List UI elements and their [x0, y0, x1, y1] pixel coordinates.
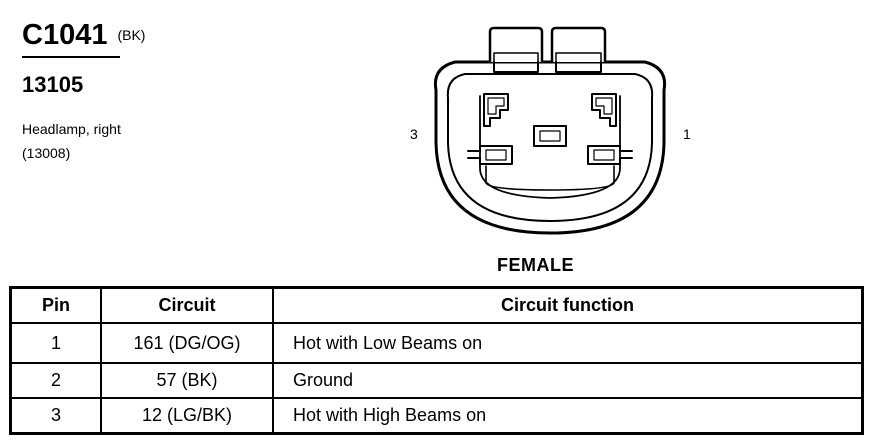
- cell-function: Ground: [272, 362, 864, 399]
- pin-label-1: 1: [683, 126, 691, 142]
- terminal-1-upper-inner: [595, 97, 613, 115]
- terminal-3-upper: [483, 93, 509, 127]
- housing-inner: [446, 73, 654, 222]
- connector-id: C1041: [22, 19, 108, 51]
- cavity-floor: [485, 165, 615, 191]
- lock-tab-left: [488, 26, 544, 64]
- cell-pin: 1: [9, 322, 102, 364]
- lock-tab-right-inner: [555, 52, 602, 63]
- header-pin: Pin: [9, 286, 102, 324]
- header-divider: [22, 56, 120, 58]
- cell-pin: 3: [9, 397, 102, 435]
- table-row: 2 57 (BK) Ground: [9, 362, 864, 399]
- connector-header: C1041 (BK): [22, 18, 145, 58]
- connector-title: C1041 (BK): [22, 18, 145, 52]
- terminal-3-lower-inner: [485, 149, 507, 161]
- cell-circuit: 161 (DG/OG): [100, 322, 274, 364]
- table-row: 1 161 (DG/OG) Hot with Low Beams on: [9, 322, 864, 364]
- connector-face-diagram: [433, 26, 667, 235]
- lock-tab-right: [550, 26, 607, 64]
- housing-outer: [433, 60, 667, 235]
- header-circuit: Circuit: [100, 286, 274, 324]
- cell-pin: 2: [9, 362, 102, 399]
- terminal-2: [533, 125, 567, 147]
- component-description: Headlamp, right: [22, 121, 121, 137]
- view-label: FEMALE: [497, 255, 574, 275]
- cavity-outline: [479, 95, 621, 199]
- cell-function: Hot with Low Beams on: [272, 322, 864, 364]
- lock-tab-left-inner: [493, 52, 539, 63]
- terminal-3-upper-inner: [487, 97, 505, 115]
- cell-function: Hot with High Beams on: [272, 397, 864, 435]
- terminal-1-upper: [591, 93, 617, 127]
- terminal-3-lower: [467, 145, 513, 165]
- terminal-2-inner: [539, 130, 561, 142]
- pin-table: Pin Circuit Circuit function 1 161 (DG/O…: [9, 286, 864, 435]
- terminal-1-lower-inner: [593, 149, 615, 161]
- cell-circuit: 57 (BK): [100, 362, 274, 399]
- table-row: 3 12 (LG/BK) Hot with High Beams on: [9, 397, 864, 435]
- component-reference: (13008): [22, 145, 71, 161]
- header-function: Circuit function: [272, 286, 864, 324]
- cell-circuit: 12 (LG/BK): [100, 397, 274, 435]
- table-header-row: Pin Circuit Circuit function: [9, 286, 864, 324]
- part-number: 13105: [22, 72, 84, 97]
- lock-tab-cap: [493, 61, 602, 73]
- pin-label-3: 3: [410, 126, 418, 142]
- terminal-1-lower: [587, 145, 633, 165]
- connector-color: (BK): [117, 27, 146, 43]
